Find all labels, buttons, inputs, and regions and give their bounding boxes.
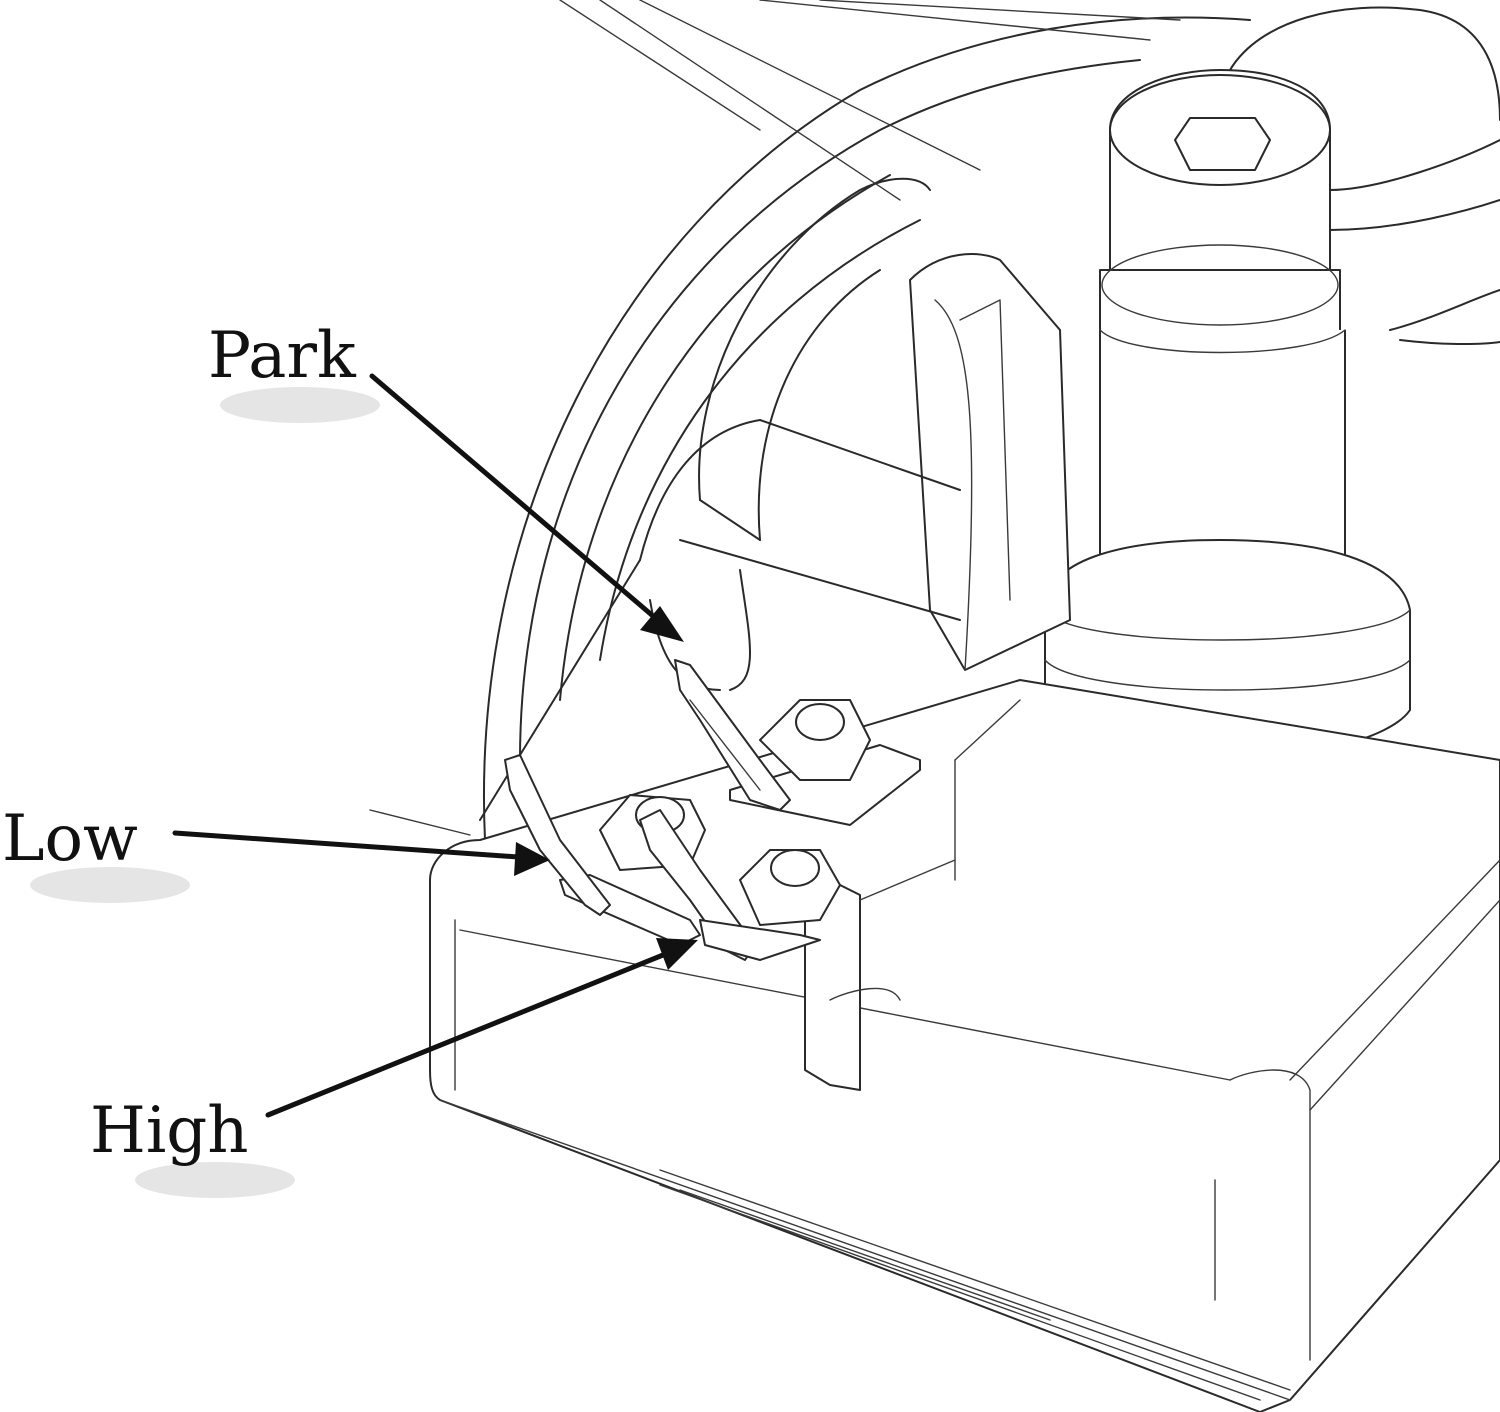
park-arrow bbox=[369, 373, 663, 625]
callout-arrows bbox=[172, 373, 698, 1118]
park-label: Park bbox=[208, 319, 357, 393]
high-arrowhead bbox=[656, 938, 698, 970]
low-arrow bbox=[172, 830, 521, 860]
high-arrow bbox=[265, 950, 671, 1118]
callout-labels: Park Low High bbox=[2, 319, 357, 1168]
high-label: High bbox=[90, 1094, 248, 1168]
low-arrowhead bbox=[514, 842, 550, 876]
motor-housing-drawing bbox=[369, 0, 1500, 1412]
terminals bbox=[504, 659, 921, 961]
low-label: Low bbox=[2, 802, 138, 876]
park-arrowhead bbox=[640, 606, 684, 642]
